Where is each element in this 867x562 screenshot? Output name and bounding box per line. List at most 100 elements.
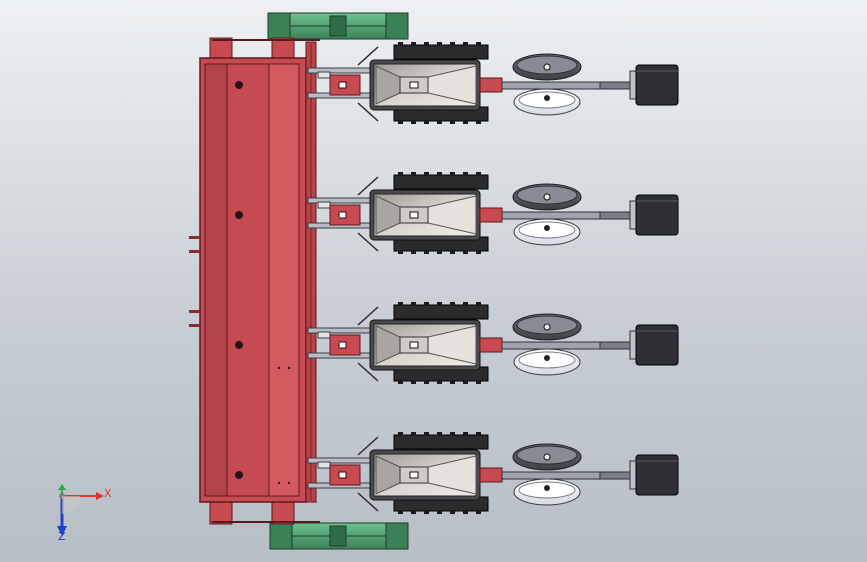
- gauge-tire-top: [393, 434, 489, 450]
- z-axis-label: Z: [58, 530, 66, 543]
- triad-arrows: [57, 484, 104, 536]
- hopper-window: [409, 341, 419, 349]
- disc-hub: [544, 225, 550, 231]
- tire-lug: [411, 380, 416, 384]
- ground-wheel-bottom[interactable]: [269, 522, 409, 550]
- marker-line: [357, 46, 379, 66]
- disc-hub: [544, 95, 550, 101]
- gauge-tire-top: [393, 304, 489, 320]
- tire-lug: [437, 120, 442, 124]
- disc-hub: [543, 63, 551, 71]
- linkage-pin: [317, 71, 331, 79]
- tire-lug: [437, 302, 442, 306]
- tire-lug: [463, 510, 468, 514]
- linkage-bar: [307, 457, 371, 464]
- tire-lug: [450, 250, 455, 254]
- arm-end: [599, 211, 631, 220]
- tire-lug: [476, 432, 481, 436]
- tire-lug: [450, 510, 455, 514]
- row-unit-3[interactable]: [307, 302, 679, 384]
- tire-lug: [437, 172, 442, 176]
- rear-bracket: [479, 207, 503, 223]
- row-unit-4[interactable]: [307, 432, 679, 514]
- rear-bracket: [479, 337, 503, 353]
- press-wheel: [635, 454, 679, 496]
- linkage-pin: [317, 201, 331, 209]
- row-unit-2[interactable]: [307, 172, 679, 254]
- marker-line: [357, 306, 379, 326]
- disc-hub: [544, 485, 550, 491]
- tire-lug: [450, 42, 455, 46]
- tire-lug: [411, 250, 416, 254]
- tire-lug: [463, 42, 468, 46]
- tire-lug: [411, 120, 416, 124]
- press-wheel: [635, 324, 679, 366]
- tire-lug: [463, 250, 468, 254]
- marker-line: [357, 362, 379, 382]
- tire-lug: [398, 250, 403, 254]
- marker-line: [357, 176, 379, 196]
- tire-lug: [411, 432, 416, 436]
- tire-lug: [476, 42, 481, 46]
- tire-lug: [398, 120, 403, 124]
- tire-lug: [437, 510, 442, 514]
- press-wheel: [635, 64, 679, 106]
- hopper-window: [409, 81, 419, 89]
- row-unit-1[interactable]: [307, 42, 679, 124]
- disc-hub: [543, 323, 551, 331]
- tire-lug: [437, 432, 442, 436]
- bracket-hole: [338, 471, 347, 479]
- tire-lug: [424, 172, 429, 176]
- main-frame[interactable]: [189, 41, 317, 503]
- tire-lug: [398, 380, 403, 384]
- tire-lug: [476, 250, 481, 254]
- tire-lug: [398, 432, 403, 436]
- linkage-pin: [317, 331, 331, 339]
- marker-line: [357, 492, 379, 512]
- tire-lug: [411, 42, 416, 46]
- tire-lug: [411, 302, 416, 306]
- tire-lug: [463, 172, 468, 176]
- tire-lug: [424, 510, 429, 514]
- tire-lug: [450, 172, 455, 176]
- tire-lug: [437, 42, 442, 46]
- tire-lug: [463, 380, 468, 384]
- marker-line: [357, 232, 379, 252]
- tire-lug: [411, 510, 416, 514]
- coordinate-triad: X Z: [50, 484, 120, 546]
- gauge-tire-top: [393, 44, 489, 60]
- tire-lug: [424, 120, 429, 124]
- tire-lug: [424, 432, 429, 436]
- arm-end: [599, 341, 631, 350]
- tire-lug: [424, 302, 429, 306]
- tire-lug: [463, 302, 468, 306]
- wheel-brackets: [209, 37, 320, 525]
- tire-lug: [476, 510, 481, 514]
- tire-lug: [424, 42, 429, 46]
- tire-lug: [437, 250, 442, 254]
- linkage-bar: [307, 67, 371, 74]
- tire-lug: [424, 250, 429, 254]
- bracket-hole: [338, 211, 347, 219]
- tire-lug: [398, 172, 403, 176]
- tire-lug: [437, 380, 442, 384]
- marker-line: [357, 102, 379, 122]
- tire-lug: [463, 432, 468, 436]
- tire-lug: [450, 302, 455, 306]
- arm-end: [599, 471, 631, 480]
- hopper-window: [409, 211, 419, 219]
- marker-line: [357, 436, 379, 456]
- tire-lug: [476, 380, 481, 384]
- ground-wheel-top[interactable]: [267, 12, 409, 40]
- tire-lug: [476, 120, 481, 124]
- hopper-window: [409, 471, 419, 479]
- arm-end: [599, 81, 631, 90]
- tire-lug: [424, 380, 429, 384]
- tire-lug: [450, 380, 455, 384]
- tire-lug: [476, 302, 481, 306]
- linkage-bar: [307, 197, 371, 204]
- gauge-tire-top: [393, 174, 489, 190]
- bracket-hole: [338, 341, 347, 349]
